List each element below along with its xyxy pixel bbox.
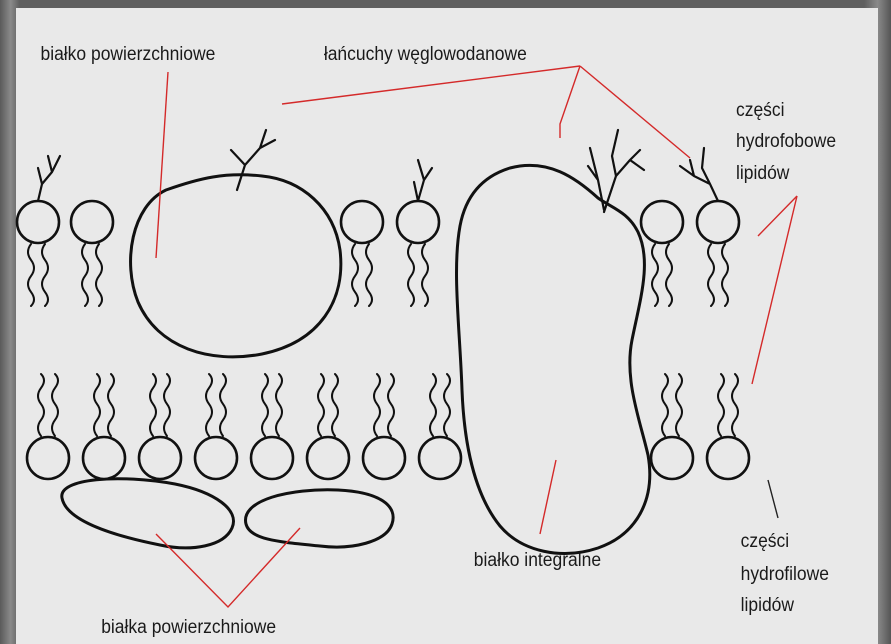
lipid-tail (28, 244, 34, 306)
pointer-hydrophobic-2 (752, 196, 797, 384)
surface-protein-bottom-right (246, 490, 394, 547)
lipid-tail (662, 374, 668, 436)
pointer-integral-protein (540, 460, 556, 534)
lipid-tail (82, 244, 88, 306)
lipid-tail (732, 374, 738, 436)
pointer-hydrophilic (768, 480, 778, 518)
lipid-head (307, 437, 349, 479)
surface-protein-bottom-left (62, 479, 234, 548)
lipid-head (27, 437, 69, 479)
lipid-tail (408, 244, 414, 306)
lipid-head (697, 201, 739, 243)
lipid-tail (96, 244, 102, 306)
lipid-tail (94, 374, 100, 436)
lipid-tail (52, 374, 58, 436)
lipid-tail (374, 374, 380, 436)
lipid-tail (332, 374, 338, 436)
lipid-tail (352, 244, 358, 306)
integral-protein (457, 165, 650, 553)
lipid-head (341, 201, 383, 243)
carbohydrate-chain (680, 148, 718, 201)
lipid-tail (722, 244, 728, 306)
lipid-tail (388, 374, 394, 436)
lipid-tail (220, 374, 226, 436)
lipid-tail (666, 244, 672, 306)
lipid-tail (718, 374, 724, 436)
carbohydrate-chain-integral (588, 130, 644, 212)
pointer-carbohydrate-chains-2 (560, 66, 580, 138)
lipid-tail (150, 374, 156, 436)
pointer-carbohydrate-chains (282, 66, 580, 104)
lipid-tail (262, 374, 268, 436)
carbohydrate-chain (38, 156, 60, 201)
lipid-tail (108, 374, 114, 436)
lipid-head (641, 201, 683, 243)
lipid-head (195, 437, 237, 479)
lipid-tail (430, 374, 436, 436)
label-hydrophilic-3: lipidów (741, 593, 795, 615)
lipid-tail (206, 374, 212, 436)
carbohydrate-chain (414, 160, 432, 201)
lipid-tail (708, 244, 714, 306)
lipid-tail (276, 374, 282, 436)
upper-lipid-layer (17, 148, 739, 306)
lipid-tail (652, 244, 658, 306)
pointer-carbohydrate-chains-3 (580, 66, 690, 158)
lipid-tail (366, 244, 372, 306)
label-hydrophobic-1: części (736, 98, 785, 120)
label-surface-protein: białko powierzchniowe (40, 42, 215, 64)
pointer-hydrophobic (758, 196, 797, 236)
carbohydrate-chain-protein (231, 130, 275, 190)
label-hydrophobic-3: lipidów (736, 161, 790, 183)
label-hydrophilic-1: części (741, 529, 790, 551)
lipid-head (397, 201, 439, 243)
lipid-head (419, 437, 461, 479)
lipid-head (651, 437, 693, 479)
lipid-tail (318, 374, 324, 436)
lipid-tail (422, 244, 428, 306)
label-carbohydrate-chains: łańcuchy węglowodanowe (324, 42, 527, 64)
lipid-tail (676, 374, 682, 436)
lipid-head (139, 437, 181, 479)
lipid-tail (444, 374, 450, 436)
lipid-tail (164, 374, 170, 436)
lipid-head (83, 437, 125, 479)
lipid-tail (42, 244, 48, 306)
lipid-head (363, 437, 405, 479)
lipid-head (251, 437, 293, 479)
lipid-head (707, 437, 749, 479)
label-surface-proteins: białka powierzchniowe (101, 615, 276, 637)
pointer-surface-protein (156, 72, 168, 258)
lipid-head (71, 201, 113, 243)
label-hydrophilic-2: hydrofilowe (741, 562, 829, 584)
label-hydrophobic-2: hydrofobowe (736, 129, 836, 151)
lipid-head (17, 201, 59, 243)
lipid-tail (38, 374, 44, 436)
surface-protein-top (131, 175, 341, 357)
